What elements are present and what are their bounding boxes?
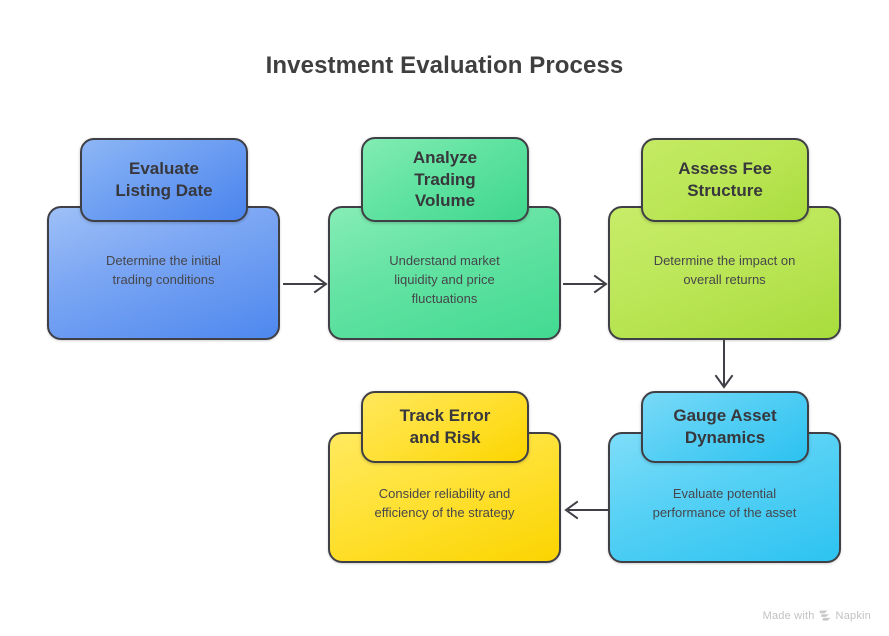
node-header-card[interactable]: Analyze Trading Volume [361,137,529,222]
node-body-card[interactable] [328,206,561,340]
watermark-prefix-text: Made with [762,609,815,622]
node-heading-text: Evaluate Listing Date [115,159,213,200]
connector-arrow-assess-to-gauge [714,340,734,389]
node-description-text: Consider reliability and efficiency of t… [374,486,515,520]
node-header-card[interactable]: Evaluate Listing Date [80,138,248,222]
watermark-brand-text: Napkin [835,609,871,622]
node-header-card[interactable]: Track Error and Risk [361,391,529,463]
node-heading-text: Gauge Asset Dynamics [673,406,777,447]
node-heading-text: Analyze Trading Volume [412,147,478,211]
watermark: Made with Napkin [763,609,871,622]
connector-arrow-gauge-to-track [564,500,610,520]
node-heading-text: Track Error and Risk [399,406,491,447]
page-title: Investment Evaluation Process [265,52,624,79]
node-description-text: Understand market liquidity and price fl… [389,253,500,306]
napkin-chevron-logo-icon [819,609,832,622]
node-header-card[interactable]: Gauge Asset Dynamics [641,391,809,463]
node-body-card[interactable] [608,206,841,340]
node-heading-text: Assess Fee Structure [678,159,772,200]
connector-arrow-evaluate-to-analyze [283,274,328,294]
node-description-text: Determine the impact on overall returns [653,253,796,287]
connector-arrow-analyze-to-assess [563,274,608,294]
node-body-card[interactable] [47,206,280,340]
node-description-text: Evaluate potential performance of the as… [652,486,797,520]
node-description-text: Determine the initial trading conditions [106,253,221,287]
node-header-card[interactable]: Assess Fee Structure [641,138,809,222]
